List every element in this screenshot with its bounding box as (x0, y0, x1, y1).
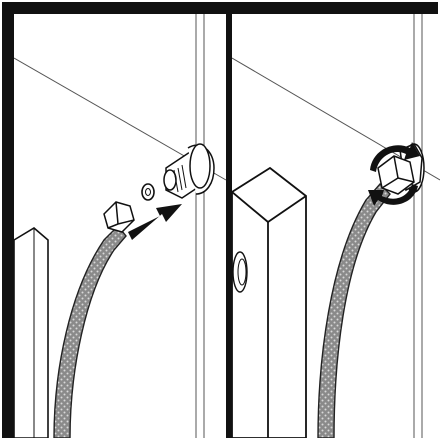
rubber-washer (142, 184, 154, 200)
threaded-tap-outlet (164, 144, 214, 198)
appliance-side (14, 228, 48, 438)
braided-hose (54, 226, 126, 438)
appliance-box (232, 168, 306, 438)
hex-nut (104, 202, 134, 232)
left-panel (14, 14, 226, 438)
arrow-right-icon (128, 204, 182, 240)
right-panel (232, 14, 440, 438)
braided-hose (318, 184, 390, 438)
